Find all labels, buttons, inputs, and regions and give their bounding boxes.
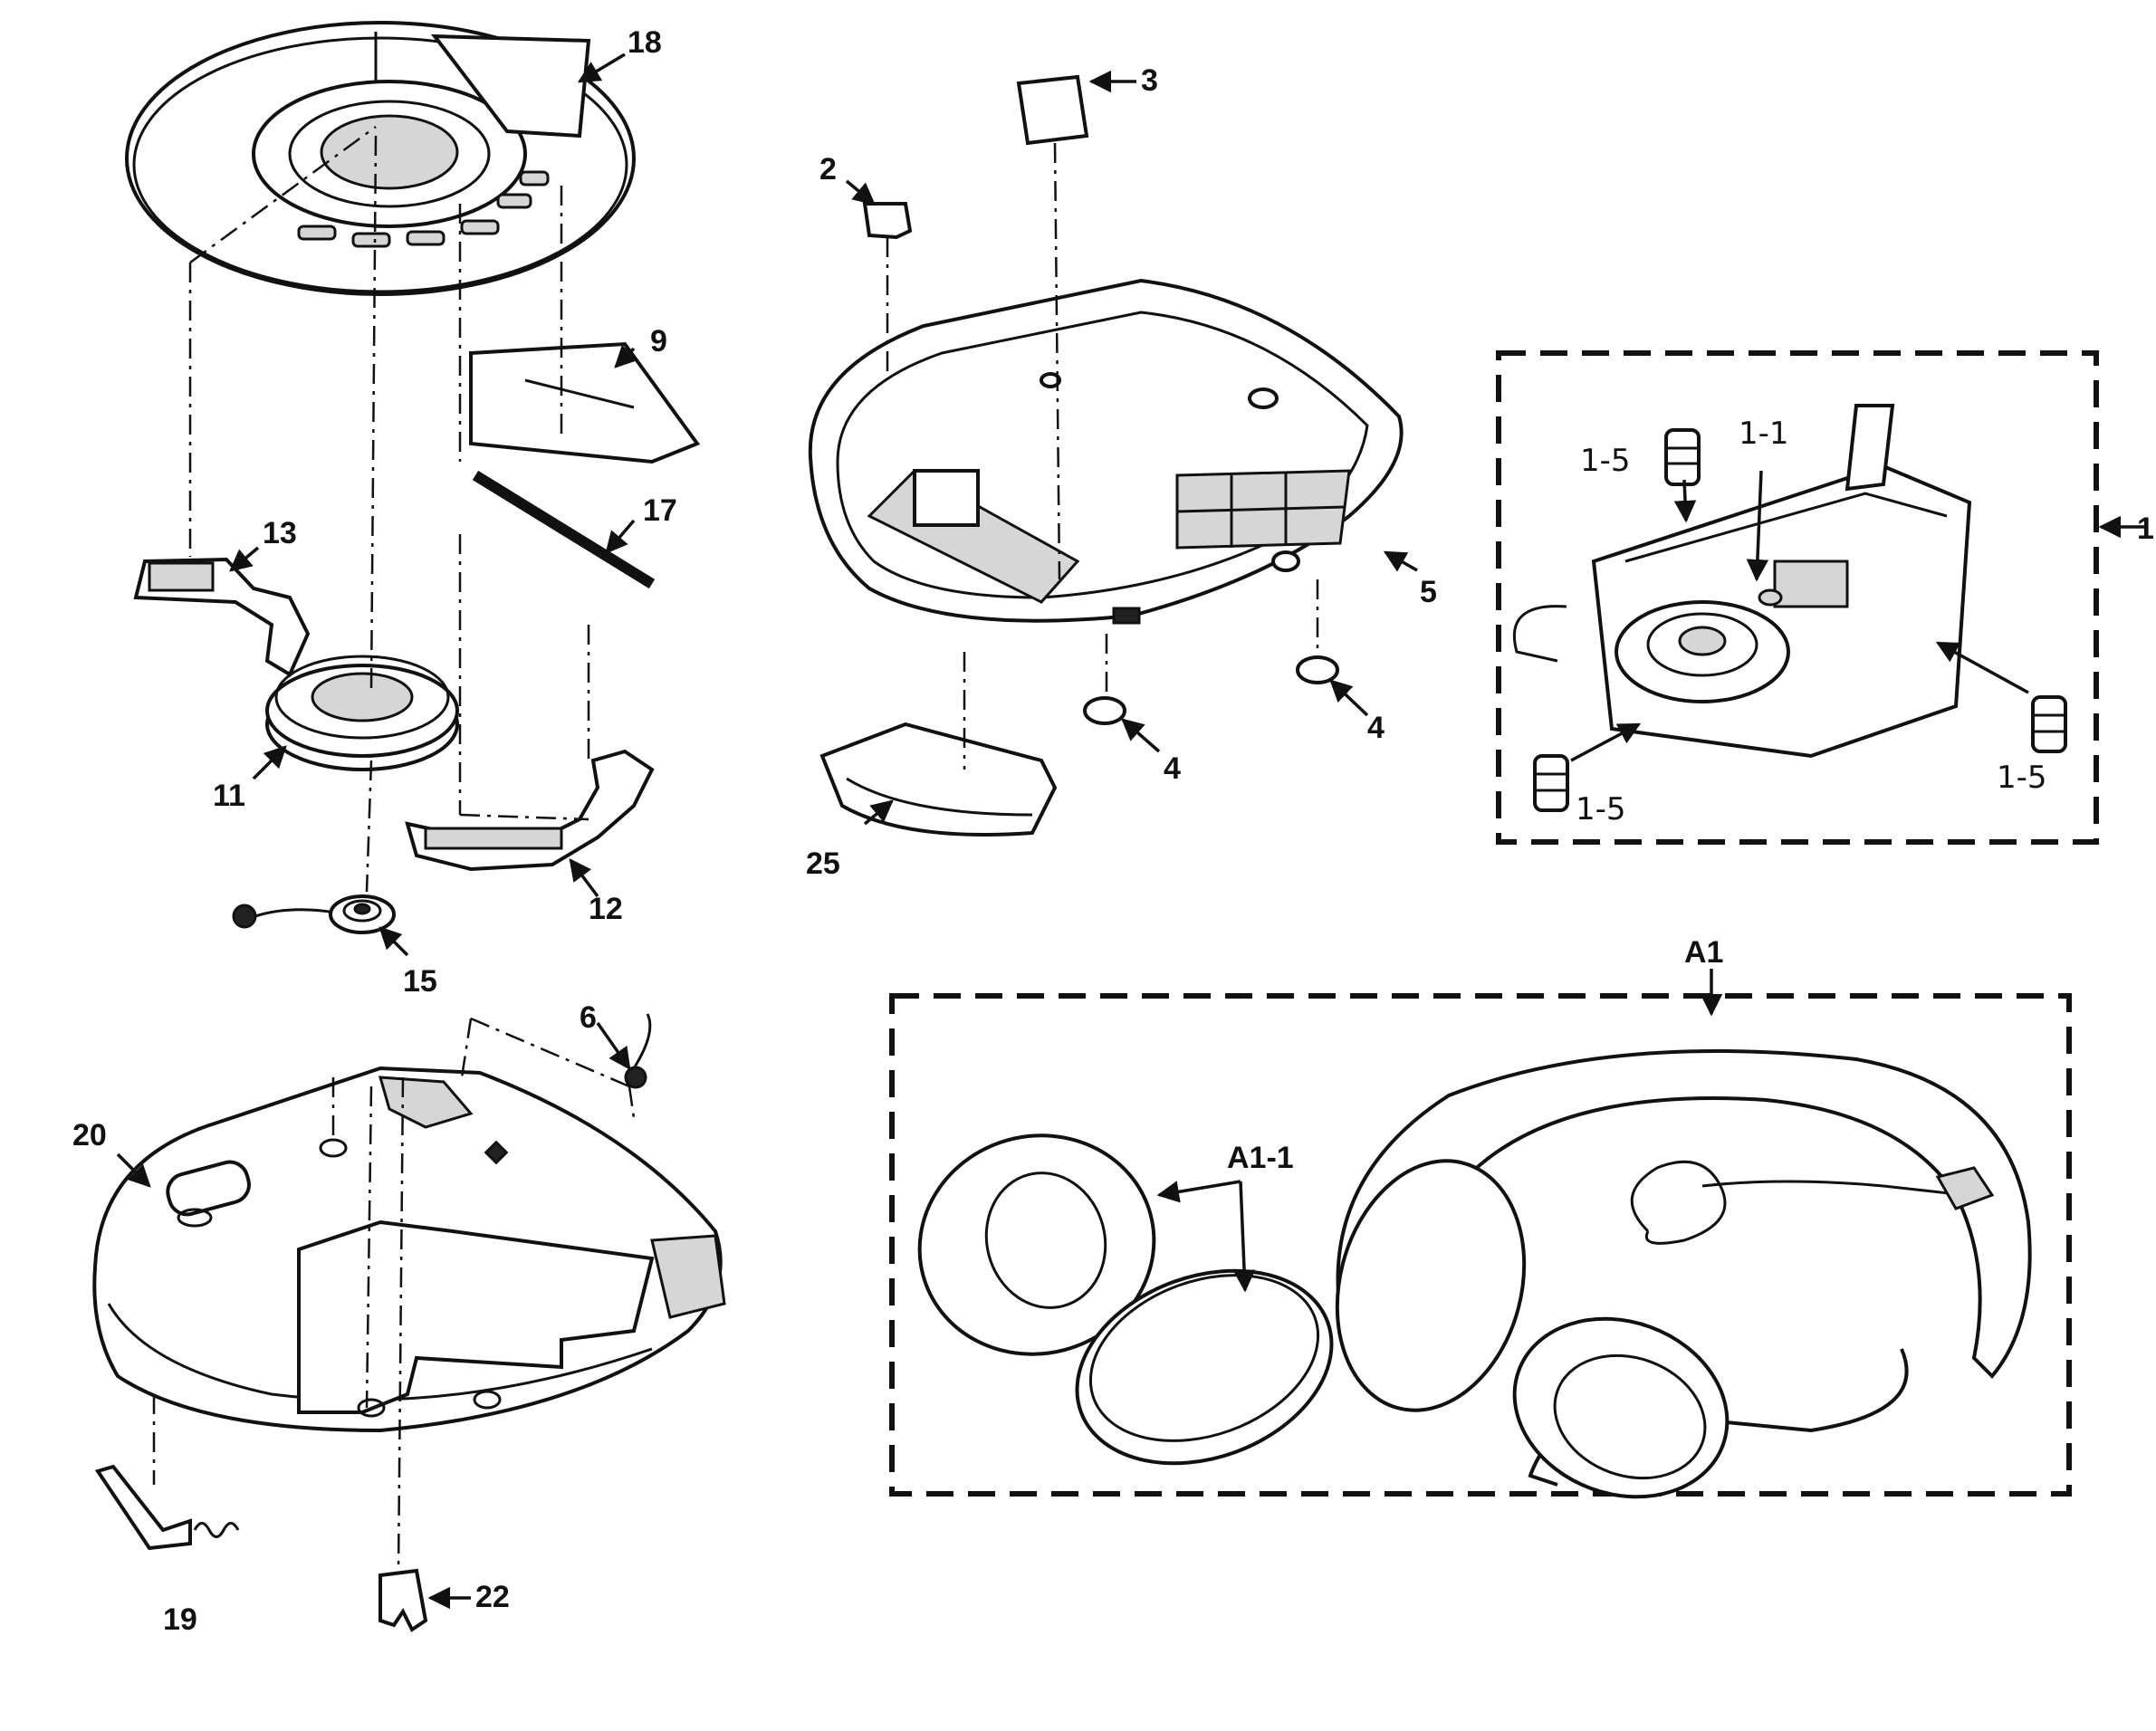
- label-part-19: 19: [163, 1602, 197, 1637]
- part-6-spring: [624, 1013, 652, 1089]
- part-9-plate: [469, 341, 701, 464]
- label-part-15: 15: [403, 964, 437, 999]
- part-20-bottom-case: [92, 1066, 726, 1433]
- label-part-1-1: 1-1: [1739, 416, 1789, 452]
- part-1-pickup-mechanism: [1512, 404, 1972, 759]
- label-part-13: 13: [263, 516, 297, 550]
- part-1-5-screw-c: [1533, 754, 1569, 812]
- label-part-1-5a: 1-5: [1580, 443, 1631, 479]
- a1-headphones: [1335, 1049, 2032, 1499]
- label-part-17: 17: [643, 493, 677, 528]
- label-a1: A1: [1684, 935, 1723, 970]
- part-17-bar: [472, 470, 656, 589]
- assembly-guide-lines: [152, 125, 1319, 1572]
- part-2-clip: [862, 202, 913, 240]
- a1-1-ear-pad-a: [917, 1133, 1156, 1356]
- label-part-3: 3: [1141, 63, 1158, 98]
- label-part-20: 20: [72, 1118, 107, 1152]
- label-part-4b: 4: [1367, 711, 1385, 745]
- label-part-2: 2: [819, 152, 837, 186]
- a1-headphones-box: [889, 993, 2072, 1497]
- part-labels: 18 3 2 9 17 13 11 12 15 5 4 4 25 1 1-1 1…: [72, 25, 2154, 1637]
- part-11-turntable: [265, 655, 459, 771]
- label-part-1: 1: [2137, 512, 2154, 546]
- part-1-5-screw-b: [2031, 695, 2067, 753]
- part-25-battery-door: [819, 722, 1058, 837]
- label-part-25: 25: [806, 846, 840, 881]
- label-part-6: 6: [580, 1000, 597, 1035]
- label-part-1-5b: 1-5: [1997, 760, 2047, 796]
- leader-arrows: [116, 53, 2146, 1610]
- part-5-chassis: [808, 278, 1404, 625]
- part-1-5-screw-a: [1664, 428, 1701, 486]
- part-4-washer-a: [1083, 696, 1126, 725]
- part-18-lid-cover: [125, 21, 636, 296]
- part-15-motor: [232, 894, 396, 934]
- label-part-12: 12: [589, 892, 623, 926]
- label-part-22: 22: [475, 1580, 510, 1614]
- label-part-11: 11: [213, 779, 245, 813]
- label-part-1-5c: 1-5: [1576, 791, 1626, 827]
- label-a1-1: A1-1: [1227, 1141, 1294, 1175]
- a1-1-ear-pad-b: [1075, 1268, 1334, 1466]
- part-4-washer-b: [1296, 655, 1339, 684]
- part-1-assembly-box: [1496, 350, 2099, 845]
- part-3-plate: [1016, 74, 1089, 146]
- part-22-clip: [378, 1568, 428, 1632]
- label-part-18: 18: [628, 25, 662, 60]
- label-part-5: 5: [1420, 575, 1437, 609]
- part-12-bracket: [405, 749, 655, 872]
- label-part-4a: 4: [1164, 751, 1181, 786]
- label-part-9: 9: [650, 324, 667, 359]
- part-19-slider: [94, 1464, 240, 1551]
